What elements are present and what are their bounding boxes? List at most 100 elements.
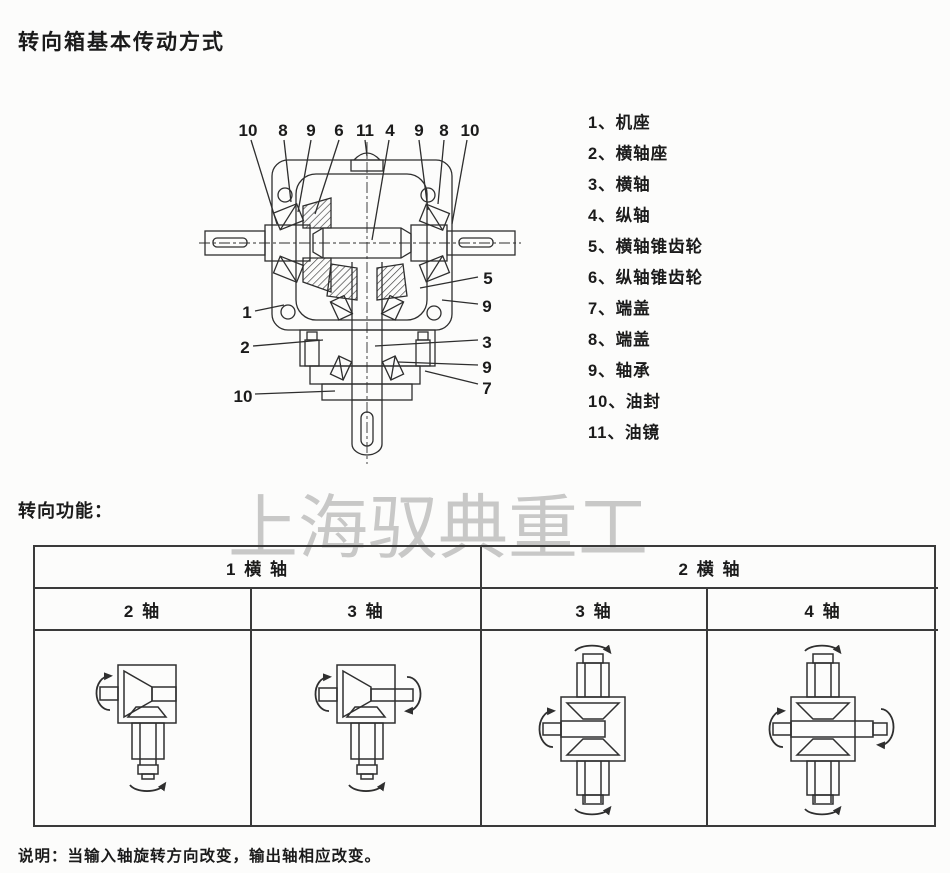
shaft-left-hub bbox=[264, 224, 311, 262]
lower-flange bbox=[309, 365, 421, 385]
input-shaft-stub bbox=[318, 687, 338, 702]
bolt bbox=[417, 331, 429, 341]
cell-diagram-2shaft bbox=[35, 629, 250, 825]
callout: 8 bbox=[278, 121, 287, 140]
parts-list: 1、机座 2、横轴座 3、横轴 4、纵轴 5、横轴锥齿轮 6、纵轴锥齿轮 7、端… bbox=[588, 108, 808, 449]
keyway-left bbox=[212, 237, 248, 248]
callout: 10 bbox=[239, 121, 258, 140]
sub-header-1: 2 轴 bbox=[35, 587, 250, 629]
rotation-arrow bbox=[804, 805, 842, 815]
cell-diagram-3shaft-vertical bbox=[480, 629, 706, 825]
part-item: 6、纵轴锥齿轮 bbox=[588, 269, 704, 287]
rotation-arrow bbox=[404, 676, 422, 715]
output-shaft-stub bbox=[356, 764, 378, 775]
oil-sight-cap bbox=[350, 159, 384, 172]
section-title-function: 转向功能： bbox=[18, 501, 113, 521]
sub-header-2: 3 轴 bbox=[250, 587, 480, 629]
gearbox-3shaft-vertical-schematic bbox=[538, 644, 626, 815]
gearbox-2shaft-schematic bbox=[95, 664, 177, 792]
output-shaft-stub bbox=[136, 764, 159, 775]
rotation-arrow bbox=[314, 673, 332, 712]
input-shaft-stub bbox=[542, 721, 562, 736]
cell-diagram-3shaft-horizontal bbox=[250, 629, 480, 825]
callout: 3 bbox=[482, 333, 491, 352]
bolt-hole bbox=[280, 304, 296, 320]
output-shaft-stub bbox=[872, 721, 888, 736]
gearbox-4shaft-schematic bbox=[768, 644, 895, 815]
footnote: 说明：当输入轴旋转方向改变，输出轴相应改变。 bbox=[18, 848, 382, 865]
part-item: 8、端盖 bbox=[588, 331, 651, 349]
callout: 9 bbox=[482, 297, 491, 316]
cell-diagram-4shaft bbox=[706, 629, 938, 825]
part-item: 11、油镜 bbox=[588, 424, 660, 442]
part-item: 7、端盖 bbox=[588, 300, 651, 318]
bearing-icon bbox=[418, 254, 451, 283]
part-item: 9、轴承 bbox=[588, 362, 651, 380]
gearbox-section-diagram: 10 8 9 6 11 4 9 8 10 1 2 10 5 9 3 9 7 bbox=[199, 121, 521, 464]
bevel-gear-6-upper bbox=[302, 197, 332, 229]
callout: 10 bbox=[234, 387, 253, 406]
rotation-arrow bbox=[574, 805, 612, 815]
rotation-arrow bbox=[768, 706, 786, 748]
bolt-body bbox=[415, 339, 431, 367]
callout: 8 bbox=[439, 121, 448, 140]
rotation-arrow bbox=[128, 781, 166, 792]
rotation-arrow bbox=[876, 707, 895, 749]
rotation-arrow bbox=[804, 644, 842, 654]
shaft-seat bbox=[299, 329, 436, 367]
callout: 9 bbox=[482, 358, 491, 377]
input-shaft-stub bbox=[772, 721, 792, 736]
callout: 4 bbox=[385, 121, 395, 140]
sub-header-4: 4 轴 bbox=[706, 587, 938, 629]
leader-lines bbox=[250, 139, 479, 395]
bearing-icon bbox=[418, 203, 451, 232]
part-item: 3、横轴 bbox=[588, 176, 651, 194]
bevel-gear-6-lower bbox=[302, 257, 332, 293]
bearing-icon bbox=[380, 294, 405, 321]
bevel-gear-5-left bbox=[326, 263, 358, 301]
output-shaft-stub bbox=[582, 652, 604, 664]
bolt bbox=[306, 331, 318, 341]
callout: 10 bbox=[461, 121, 480, 140]
callout: 9 bbox=[414, 121, 423, 140]
group-header-1: 1 横 轴 bbox=[226, 559, 289, 579]
page-title: 转向箱基本传动方式 bbox=[18, 31, 225, 54]
callout: 1 bbox=[242, 303, 251, 322]
keyway-bottom bbox=[360, 411, 374, 447]
gearbox-3shaft-schematic bbox=[314, 664, 422, 792]
part-item: 2、横轴座 bbox=[588, 145, 669, 163]
output-shaft-stub bbox=[582, 793, 604, 805]
callout: 5 bbox=[483, 269, 492, 288]
bolt-hole bbox=[277, 187, 293, 203]
bolt-hole bbox=[426, 305, 442, 321]
sub-header-3: 3 轴 bbox=[480, 587, 706, 629]
callout: 11 bbox=[356, 121, 374, 140]
group-header-2: 2 横 轴 bbox=[480, 547, 938, 587]
rotation-arrow bbox=[538, 706, 556, 748]
output-shaft-stub bbox=[812, 652, 834, 664]
bearing-icon bbox=[329, 355, 353, 381]
bolt-hole bbox=[420, 187, 436, 203]
rotation-arrow bbox=[574, 644, 612, 654]
keyway-right bbox=[458, 237, 494, 248]
callout: 6 bbox=[334, 121, 343, 140]
output-shaft-stub bbox=[812, 793, 834, 805]
part-item: 4、纵轴 bbox=[588, 207, 651, 225]
callout: 7 bbox=[482, 379, 491, 398]
watermark: 上海驭典重工 bbox=[228, 489, 648, 567]
part-item: 1、机座 bbox=[588, 114, 651, 132]
rotation-arrow bbox=[348, 781, 386, 792]
bearing-icon bbox=[381, 355, 405, 381]
bevel-gear-5-right bbox=[376, 263, 408, 301]
output-shaft bbox=[351, 399, 383, 456]
callout-numbers: 10 8 9 6 11 4 9 8 10 1 2 10 5 9 3 9 7 bbox=[234, 121, 493, 406]
callout: 9 bbox=[306, 121, 315, 140]
steering-function-table: 1 横 轴 2 横 轴 2 轴 3 轴 3 轴 4 轴 bbox=[33, 545, 938, 827]
input-shaft-stub bbox=[98, 686, 119, 701]
bolt-body bbox=[304, 339, 320, 367]
bearing-icon bbox=[329, 294, 354, 321]
shaft-right-end bbox=[446, 230, 516, 256]
part-item: 10、油封 bbox=[588, 393, 661, 411]
callout: 2 bbox=[240, 338, 249, 357]
gear-chamber bbox=[295, 173, 428, 321]
